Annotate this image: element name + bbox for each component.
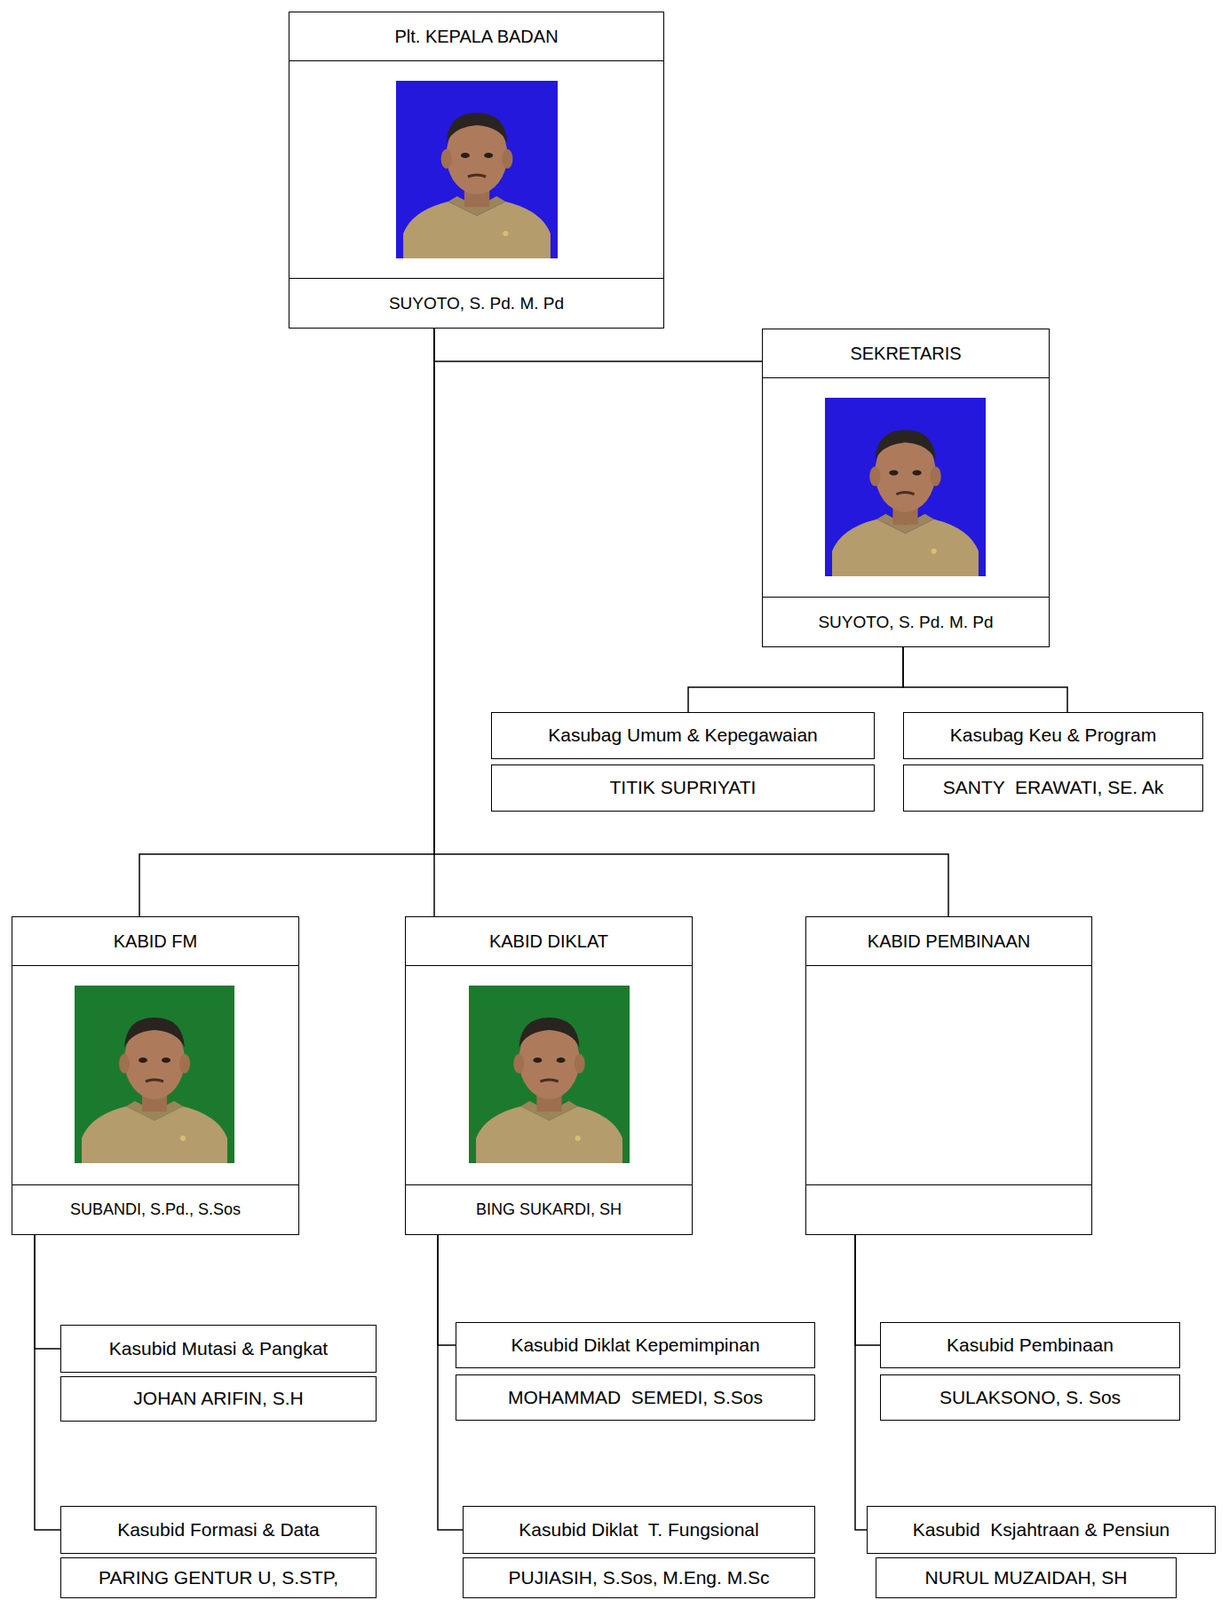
- subunit-box: Kasubid PembinaanSULAKSONO, S. Sos: [880, 1322, 1181, 1421]
- connector-line: [139, 328, 435, 917]
- person-name: SULAKSONO, S. Sos: [939, 1387, 1121, 1409]
- portrait-photo: [824, 397, 986, 577]
- name-cell: NURUL MUZAIDAH, SH: [875, 1557, 1177, 1599]
- photo-background: [74, 985, 235, 1164]
- connector-line: [903, 647, 1068, 713]
- subunit-box: Kasubid Mutasi & PangkatJOHAN ARIFIN, S.…: [60, 1324, 377, 1422]
- name-cell: SULAKSONO, S. Sos: [880, 1374, 1181, 1421]
- title-cell: Kasubid Diklat T. Fungsional: [462, 1506, 816, 1555]
- title-cell: Kasubag Umum & Kepegawaian: [491, 712, 875, 760]
- subunit-box: Kasubag Umum & KepegawaianTITIK SUPRIYAT…: [491, 712, 875, 812]
- title-cell: SEKRETARIS: [762, 329, 1049, 379]
- position-box: SEKRETARIS SUYOTO, S. Pd. M. Pd: [761, 328, 1050, 648]
- person-name: SUYOTO, S. Pd. M. Pd: [817, 612, 993, 633]
- portrait-photo: [74, 985, 235, 1164]
- person-name: SUBANDI, S.Pd., S.Sos: [70, 1200, 241, 1220]
- person-name: SUYOTO, S. Pd. M. Pd: [388, 293, 564, 314]
- name-cell: BING SUKARDI, SH: [405, 1184, 692, 1235]
- title-cell: Kasubid Pembinaan: [880, 1322, 1181, 1369]
- connector-line: [855, 1235, 867, 1531]
- position-title: Kasubid Mutasi & Pangkat: [109, 1338, 328, 1360]
- person-name: JOHAN ARIFIN, S.H: [133, 1387, 303, 1410]
- portrait-figure: [475, 1017, 623, 1164]
- connector-line: [437, 1235, 456, 1346]
- portrait-figure: [81, 1017, 228, 1164]
- position-box: KABID FM SUBANDI, S.Pd., S.Sos: [11, 916, 300, 1236]
- position-title: SEKRETARIS: [849, 343, 961, 365]
- subunit-box: Kasubid Diklat T. FungsionalPUJIASIH, S.…: [462, 1506, 816, 1599]
- person-name: BING SUKARDI, SH: [475, 1200, 622, 1220]
- person-name: PUJIASIH, S.Sos, M.Eng. M.Sc: [507, 1567, 770, 1589]
- portrait-photo: [396, 80, 558, 259]
- position-title: KABID DIKLAT: [489, 931, 609, 952]
- title-cell: Plt. KEPALA BADAN: [289, 12, 664, 62]
- position-title: KABID PEMBINAAN: [867, 931, 1031, 952]
- subunit-box: Kasubid Diklat KepemimpinanMOHAMMAD SEME…: [455, 1322, 816, 1421]
- title-cell: Kasubid Formasi & Data: [60, 1506, 377, 1555]
- connector-line: [34, 1235, 61, 1349]
- name-cell: PUJIASIH, S.Sos, M.Eng. M.Sc: [462, 1557, 816, 1599]
- name-cell: MOHAMMAD SEMEDI, S.Sos: [455, 1374, 816, 1421]
- portrait-figure: [832, 429, 979, 577]
- connector-line: [434, 328, 762, 362]
- title-cell: Kasubid Mutasi & Pangkat: [60, 1324, 377, 1373]
- position-box: KABID PEMBINAAN: [805, 916, 1093, 1236]
- name-cell: PARING GENTUR U, S.STP,: [60, 1557, 377, 1599]
- title-cell: KABID PEMBINAAN: [806, 917, 1092, 967]
- position-title: Kasubid Diklat Kepemimpinan: [510, 1334, 760, 1356]
- title-cell: KABID FM: [12, 917, 299, 967]
- person-name: TITIK SUPRIYATI: [610, 777, 757, 799]
- title-cell: Kasubid Ksjahtraan & Pensiun: [866, 1506, 1216, 1555]
- subunit-box: Kasubag Keu & ProgramSANTY ERAWATI, SE. …: [903, 712, 1204, 812]
- position-title: KABID FM: [113, 931, 198, 952]
- position-title: Kasubid Pembinaan: [946, 1334, 1114, 1356]
- person-name: MOHAMMAD SEMEDI, S.Sos: [507, 1387, 763, 1409]
- position-title: Plt. KEPALA BADAN: [394, 26, 558, 48]
- position-title: Kasubid Ksjahtraan & Pensiun: [912, 1519, 1171, 1541]
- connector-line: [34, 1235, 61, 1531]
- empty-name-row: [806, 1184, 1092, 1235]
- position-title: Kasubag Umum & Kepegawaian: [547, 724, 818, 746]
- title-cell: Kasubag Keu & Program: [903, 712, 1204, 760]
- person-name: NURUL MUZAIDAH, SH: [925, 1567, 1128, 1589]
- photo-background: [468, 985, 630, 1164]
- name-cell: TITIK SUPRIYATI: [491, 764, 875, 812]
- name-cell: SUBANDI, S.Pd., S.Sos: [12, 1184, 299, 1235]
- position-box: KABID DIKLAT BING SUKARDI, SH: [404, 916, 693, 1236]
- subunit-box: Kasubid Ksjahtraan & PensiunNURUL MUZAID…: [866, 1506, 1216, 1599]
- person-name: PARING GENTUR U, S.STP,: [98, 1567, 339, 1589]
- connector-line: [855, 1235, 881, 1346]
- portrait-photo: [468, 985, 630, 1164]
- position-box: Plt. KEPALA BADAN SUYOTO, S. Pd. M. Pd: [288, 11, 665, 329]
- position-title: Kasubid Formasi & Data: [117, 1519, 320, 1541]
- photo-background: [396, 80, 558, 259]
- title-cell: KABID DIKLAT: [405, 917, 692, 967]
- name-cell: JOHAN ARIFIN, S.H: [60, 1376, 377, 1422]
- portrait-figure: [403, 112, 551, 259]
- photo-background: [824, 397, 986, 577]
- position-title: Kasubid Diklat T. Fungsional: [518, 1519, 759, 1541]
- name-cell: SUYOTO, S. Pd. M. Pd: [289, 277, 664, 328]
- connector-line: [688, 647, 904, 713]
- name-cell: SUYOTO, S. Pd. M. Pd: [762, 596, 1049, 647]
- subunit-box: Kasubid Formasi & DataPARING GENTUR U, S…: [60, 1506, 377, 1599]
- name-cell: SANTY ERAWATI, SE. Ak: [903, 764, 1204, 812]
- person-name: SANTY ERAWATI, SE. Ak: [943, 777, 1165, 799]
- position-title: Kasubag Keu & Program: [950, 724, 1157, 746]
- title-cell: Kasubid Diklat Kepemimpinan: [455, 1322, 816, 1369]
